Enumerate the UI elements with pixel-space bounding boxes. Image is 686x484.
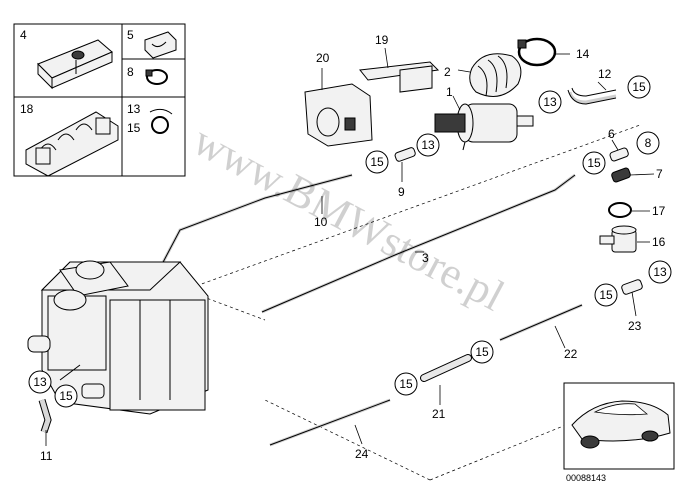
callout-13-heater: 13 [28, 370, 52, 394]
part-23-connector [621, 279, 643, 295]
label-1: 1 [446, 85, 453, 99]
label-9: 9 [398, 185, 405, 199]
auxiliary-heater [27, 260, 209, 415]
callout-15-connector6: 15 [582, 151, 606, 175]
part-22-fuel-line [499, 303, 583, 342]
svg-text:8: 8 [645, 136, 652, 150]
callout-13-pump: 13 [416, 133, 440, 157]
label-20: 20 [316, 51, 330, 65]
box-label-5: 5 [127, 28, 134, 42]
label-24: 24 [355, 447, 369, 461]
callout-15-heater: 15 [54, 384, 78, 408]
car-thumbnail: 00088143 [563, 382, 675, 483]
label-14: 14 [576, 47, 590, 61]
label-10: 10 [314, 215, 328, 229]
label-12: 12 [598, 67, 612, 81]
callout-15-hose21: 15 [470, 340, 494, 364]
svg-text:15: 15 [399, 377, 413, 391]
label-17: 17 [652, 204, 666, 218]
label-7: 7 [656, 167, 663, 181]
part-4-bracket [37, 39, 113, 90]
part-6-connector [609, 147, 629, 162]
svg-text:15: 15 [475, 345, 489, 359]
svg-text:13: 13 [653, 265, 667, 279]
circled-callouts: 15 13 15 13 15 8 13 15 [28, 75, 672, 408]
part-9-connector [394, 147, 416, 162]
label-22: 22 [564, 347, 578, 361]
part-21-hose [420, 354, 472, 382]
part-20-holder [304, 68, 373, 147]
part-18-holder [25, 111, 119, 177]
box-label-8: 8 [127, 65, 134, 79]
svg-text:15: 15 [370, 155, 384, 169]
watermark: www.BMWstore.pl [185, 116, 512, 321]
part-19-bracket [359, 47, 440, 93]
box-label-13: 13 [127, 102, 141, 116]
part-number-labels: 20 19 2 1 14 12 6 7 17 16 23 9 10 3 22 2… [40, 33, 666, 463]
part-11-connector [38, 398, 52, 434]
callout-13-pump-outlet: 13 [538, 90, 562, 114]
part-24-fuel-line [269, 398, 391, 447]
label-11: 11 [40, 449, 53, 463]
label-3: 3 [422, 251, 429, 265]
box-label-18: 18 [20, 102, 34, 116]
part-17-o-ring [608, 202, 632, 218]
callout-13-connector23: 13 [648, 260, 672, 284]
svg-text:13: 13 [33, 375, 47, 389]
leader-lines [45, 139, 655, 446]
svg-text:15: 15 [59, 389, 73, 403]
part-13-15-clip [149, 108, 173, 134]
label-21: 21 [432, 407, 446, 421]
label-2: 2 [444, 65, 451, 79]
callout-15-pipe10: 15 [365, 150, 389, 174]
callout-15-pipe24: 15 [394, 372, 418, 396]
part-14-clamp [517, 37, 570, 67]
box-label-4: 4 [20, 28, 27, 42]
part-16-valve [599, 225, 637, 253]
part-7-connector [611, 167, 631, 183]
small-parts-panel: 4 5 8 18 13 15 [13, 23, 186, 177]
callout-15-pipe22: 15 [594, 283, 618, 307]
callout-8: 8 [636, 131, 660, 155]
part-3-fuel-line [261, 173, 576, 314]
callout-15-hose12: 15 [627, 75, 651, 99]
svg-text:13: 13 [543, 95, 557, 109]
label-6: 6 [608, 127, 615, 141]
svg-text:15: 15 [632, 80, 646, 94]
box-label-15: 15 [127, 121, 141, 135]
image-code: 00088143 [566, 473, 606, 483]
part-12-hose [567, 81, 617, 105]
label-23: 23 [628, 319, 642, 333]
svg-text:13: 13 [421, 138, 435, 152]
part-5-clip [144, 31, 177, 59]
part-10-fuel-line [158, 173, 353, 269]
part-8-clamp [145, 69, 168, 85]
part-1-fuel-pump [434, 95, 534, 151]
label-19: 19 [375, 33, 389, 47]
svg-text:15: 15 [599, 288, 613, 302]
label-16: 16 [652, 235, 666, 249]
part-2-rubber-sleeve [457, 53, 522, 97]
svg-text:15: 15 [587, 156, 601, 170]
